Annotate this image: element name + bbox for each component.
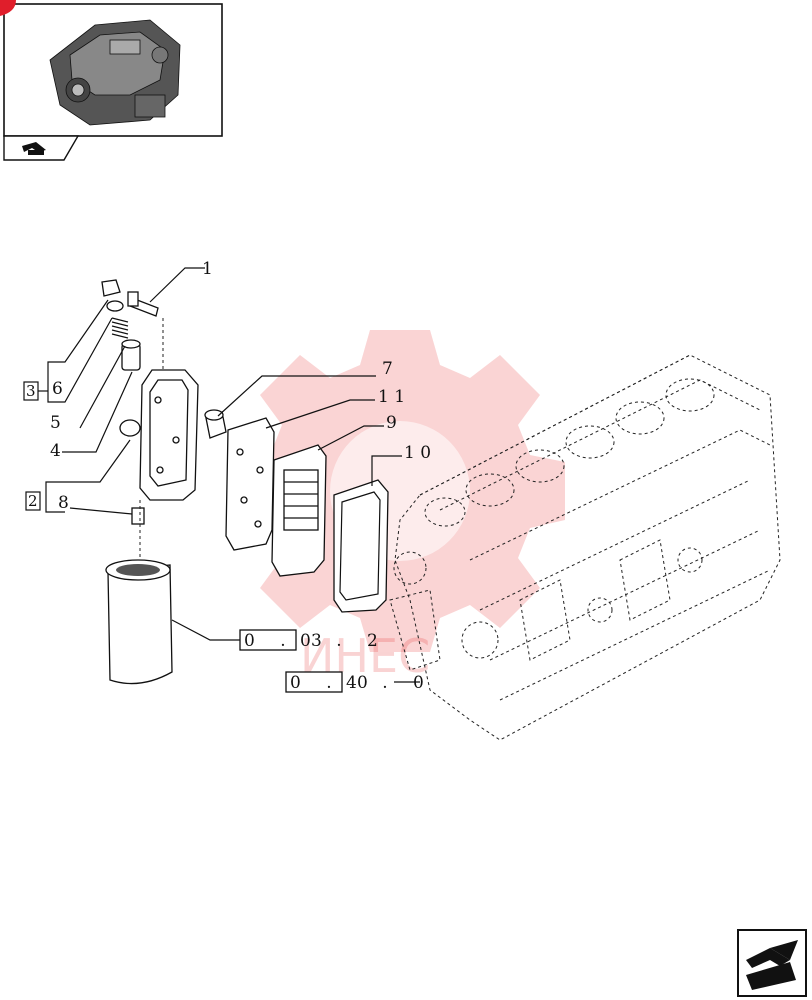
svg-text:0 . 0: 0 . 0: [290, 673, 378, 693]
leader-11: [265, 399, 375, 429]
svg-text:4 . 0: 4 . 0: [346, 673, 434, 693]
leader-7: [217, 375, 376, 417]
callout-5: 5: [50, 413, 61, 433]
leader-10: [371, 455, 402, 486]
leader-5: [79, 345, 126, 429]
plug-part: [101, 279, 124, 312]
callout-1: 1: [202, 259, 213, 279]
fitting-part-8: [131, 507, 145, 525]
arrow-tab-icon[interactable]: [3, 135, 80, 161]
callout-11: 1 1: [378, 387, 405, 407]
accent-corner: [0, 0, 16, 16]
leader-4: [62, 371, 133, 453]
nipple-part-7: [204, 409, 227, 439]
leader-6: [47, 299, 113, 403]
bolt-part: [127, 291, 159, 317]
ref-block[interactable]: 0 . 0 4 . 0: [285, 671, 434, 693]
leader-filter: [171, 619, 240, 641]
group-box-3: 3: [23, 381, 48, 401]
callout-9: 9: [386, 413, 397, 433]
gasket-10: [333, 479, 389, 613]
engine-block: [389, 354, 781, 741]
oil-cooler-9: [271, 444, 327, 577]
callout-8: 8: [58, 493, 69, 513]
callout-6: 6: [52, 379, 63, 399]
oil-filter: [105, 559, 173, 685]
next-page-arrow-icon[interactable]: [737, 929, 807, 997]
svg-text:0 . 3: 0 . 3: [244, 631, 332, 651]
svg-text:2: 2: [28, 492, 38, 510]
group-box-2: 2: [25, 491, 41, 511]
svg-text:0 . 2: 0 . 2: [300, 631, 388, 651]
callout-7: 7: [382, 359, 393, 379]
engine-thumbnail-icon[interactable]: [3, 3, 223, 137]
callout-10: 1 0: [404, 443, 431, 463]
valve-part: [121, 339, 141, 371]
leader-8: [69, 507, 133, 515]
gasket-11: [225, 417, 275, 551]
leader-1: [149, 267, 205, 303]
leader-9: [317, 425, 384, 451]
ref-filter[interactable]: 0 . 3 0 . 2: [239, 629, 388, 651]
leader-2: [45, 439, 131, 513]
spring-part: [111, 317, 129, 339]
axis-line: [139, 318, 164, 560]
svg-text:3: 3: [26, 382, 36, 400]
callout-4: 4: [50, 441, 61, 461]
oil-filter-housing: [119, 369, 199, 501]
